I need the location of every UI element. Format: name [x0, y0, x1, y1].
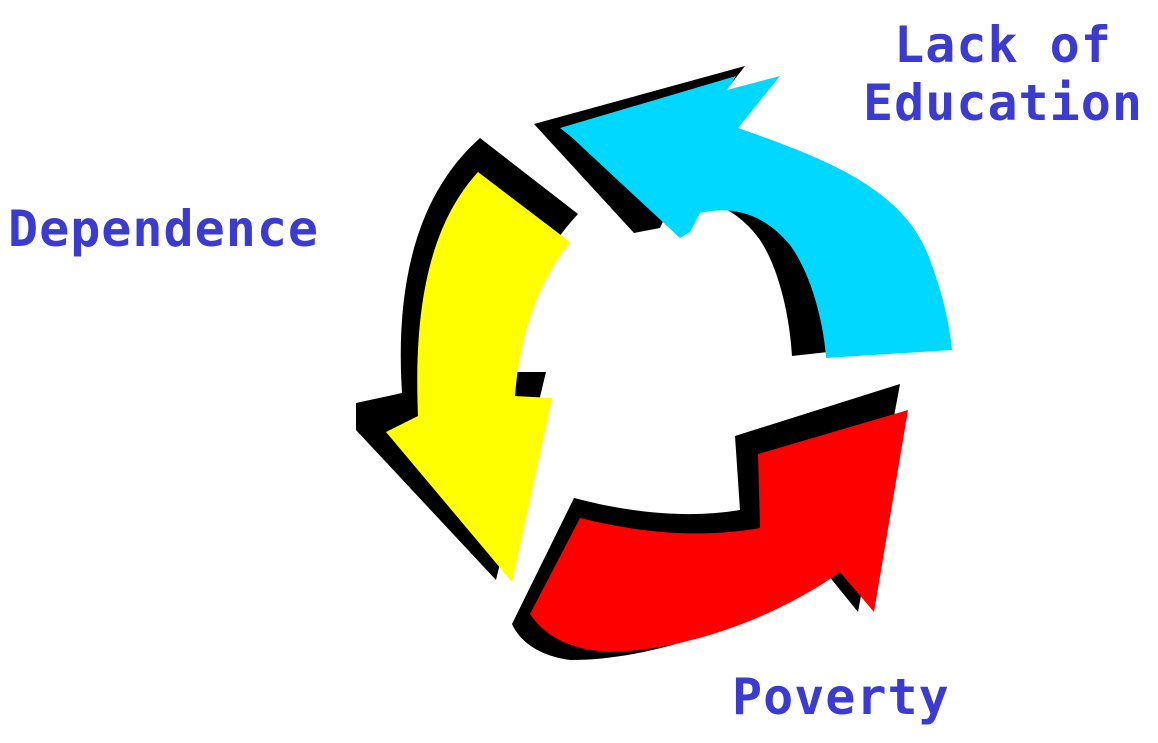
poverty-arrow-fill	[530, 410, 908, 652]
poverty-arrow	[512, 384, 908, 660]
dependence-label: Dependence	[8, 200, 320, 258]
lack-of-education-label-line2: Education	[863, 74, 1143, 132]
lack-of-education-label-line1: Lack of	[894, 16, 1112, 74]
lack-of-education-arrow-inner	[560, 76, 911, 336]
dependence-arrow-fill	[386, 172, 570, 582]
lack-of-education-label: Lack of Education	[858, 16, 1148, 132]
poverty-label: Poverty	[732, 668, 950, 726]
lack-of-education-arrow	[534, 66, 952, 358]
dependence-arrow	[356, 138, 578, 582]
